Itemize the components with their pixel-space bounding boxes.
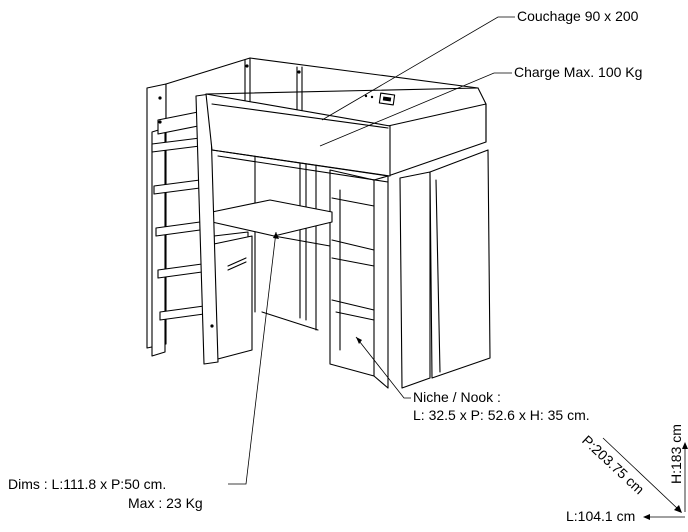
rail-badge xyxy=(364,92,396,106)
desk-dims: Dims : L:111.8 x P:50 cm. xyxy=(8,476,167,492)
length-dimension: L:104.1 cm xyxy=(566,508,636,524)
front-post xyxy=(195,93,219,365)
guard-rail xyxy=(205,87,487,183)
desk-cabinet xyxy=(213,235,253,361)
niche-dims: L: 32.5 x P: 52.6 x H: 35 cm. xyxy=(413,407,590,423)
ladder xyxy=(151,111,205,357)
charge-label: Charge Max. 100 Kg xyxy=(514,64,643,80)
back-panels xyxy=(254,149,319,331)
couchage-label: Couchage 90 x 200 xyxy=(517,8,639,24)
shelf-unit xyxy=(329,169,389,389)
desk xyxy=(211,199,333,247)
wardrobe xyxy=(387,103,491,389)
niche-title: Niche / Nook : xyxy=(413,389,501,405)
leader-lines xyxy=(228,16,515,485)
dimension-arrows xyxy=(602,437,688,520)
height-dimension: H:183 cm xyxy=(668,424,684,484)
desk-max: Max : 23 Kg xyxy=(128,495,203,511)
